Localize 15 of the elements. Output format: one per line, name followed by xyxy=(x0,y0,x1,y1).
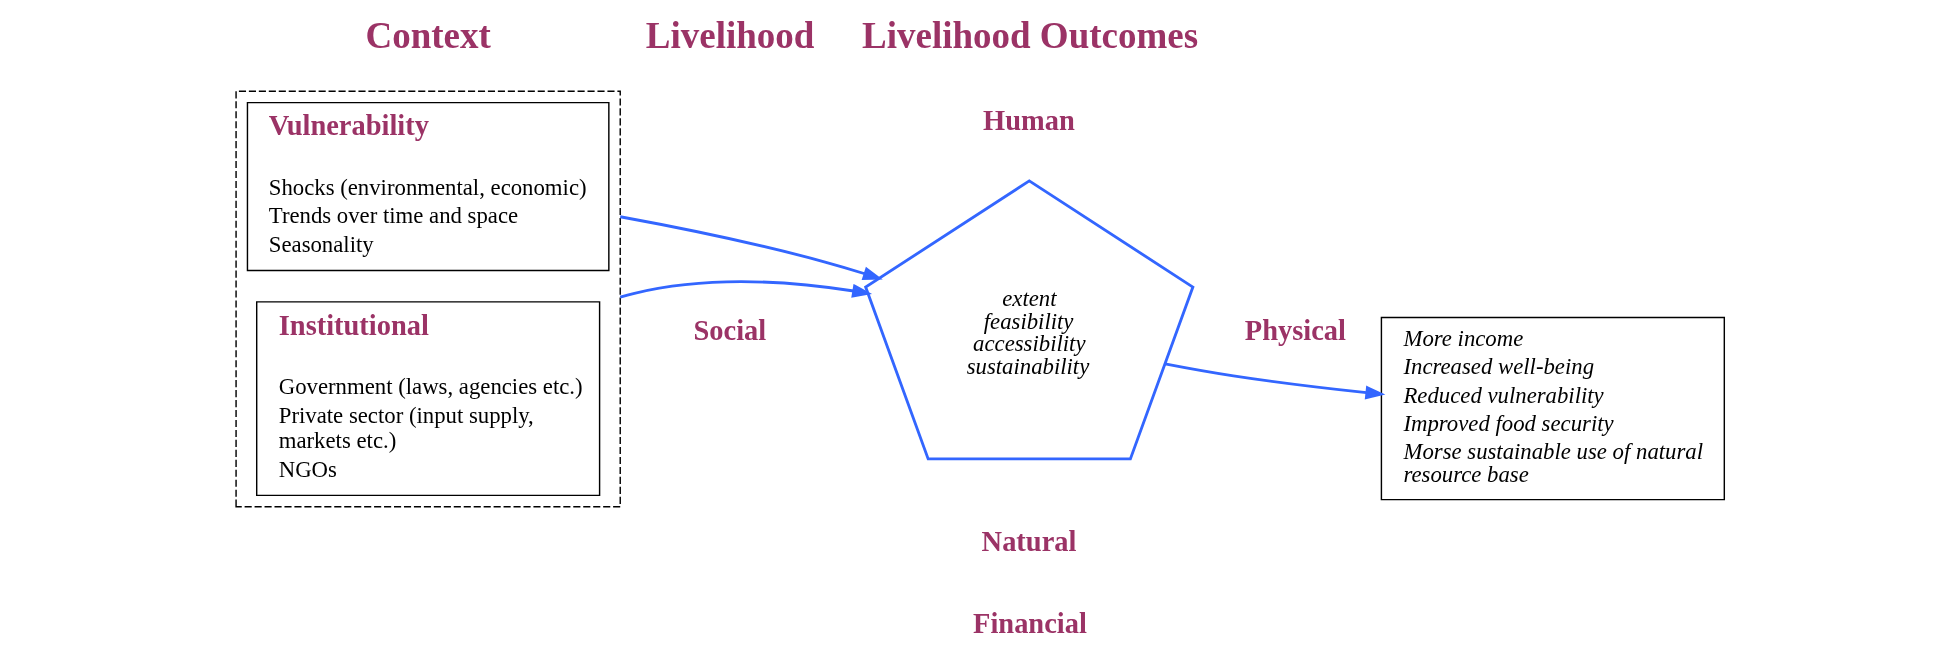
arrow xyxy=(1164,362,1385,400)
arrow xyxy=(619,215,883,281)
label: Context xyxy=(365,14,491,56)
node-box: Vulnerability Shocks (environmental, economic) Trends over time and space Seasonality xyxy=(246,101,610,272)
node-box: More income Increased well-being Reduced vulnerability Improved food security Morse sustainable use of natural resource base xyxy=(1380,316,1725,501)
node-label: Human xyxy=(982,104,1075,136)
arrow xyxy=(619,280,872,299)
label: Livelihood Outcomes xyxy=(861,14,1198,56)
node-label: Social xyxy=(693,315,766,347)
label: Livelihood xyxy=(645,14,814,56)
node-label: Physical xyxy=(1244,315,1346,347)
cluster xyxy=(234,90,621,508)
node-label: Natural xyxy=(981,525,1076,557)
node-box: Institutional Government (laws, agencies etc.) Private sector (input supply, markets etc.) NGOs xyxy=(255,301,600,497)
node-label: Financial xyxy=(972,608,1087,640)
